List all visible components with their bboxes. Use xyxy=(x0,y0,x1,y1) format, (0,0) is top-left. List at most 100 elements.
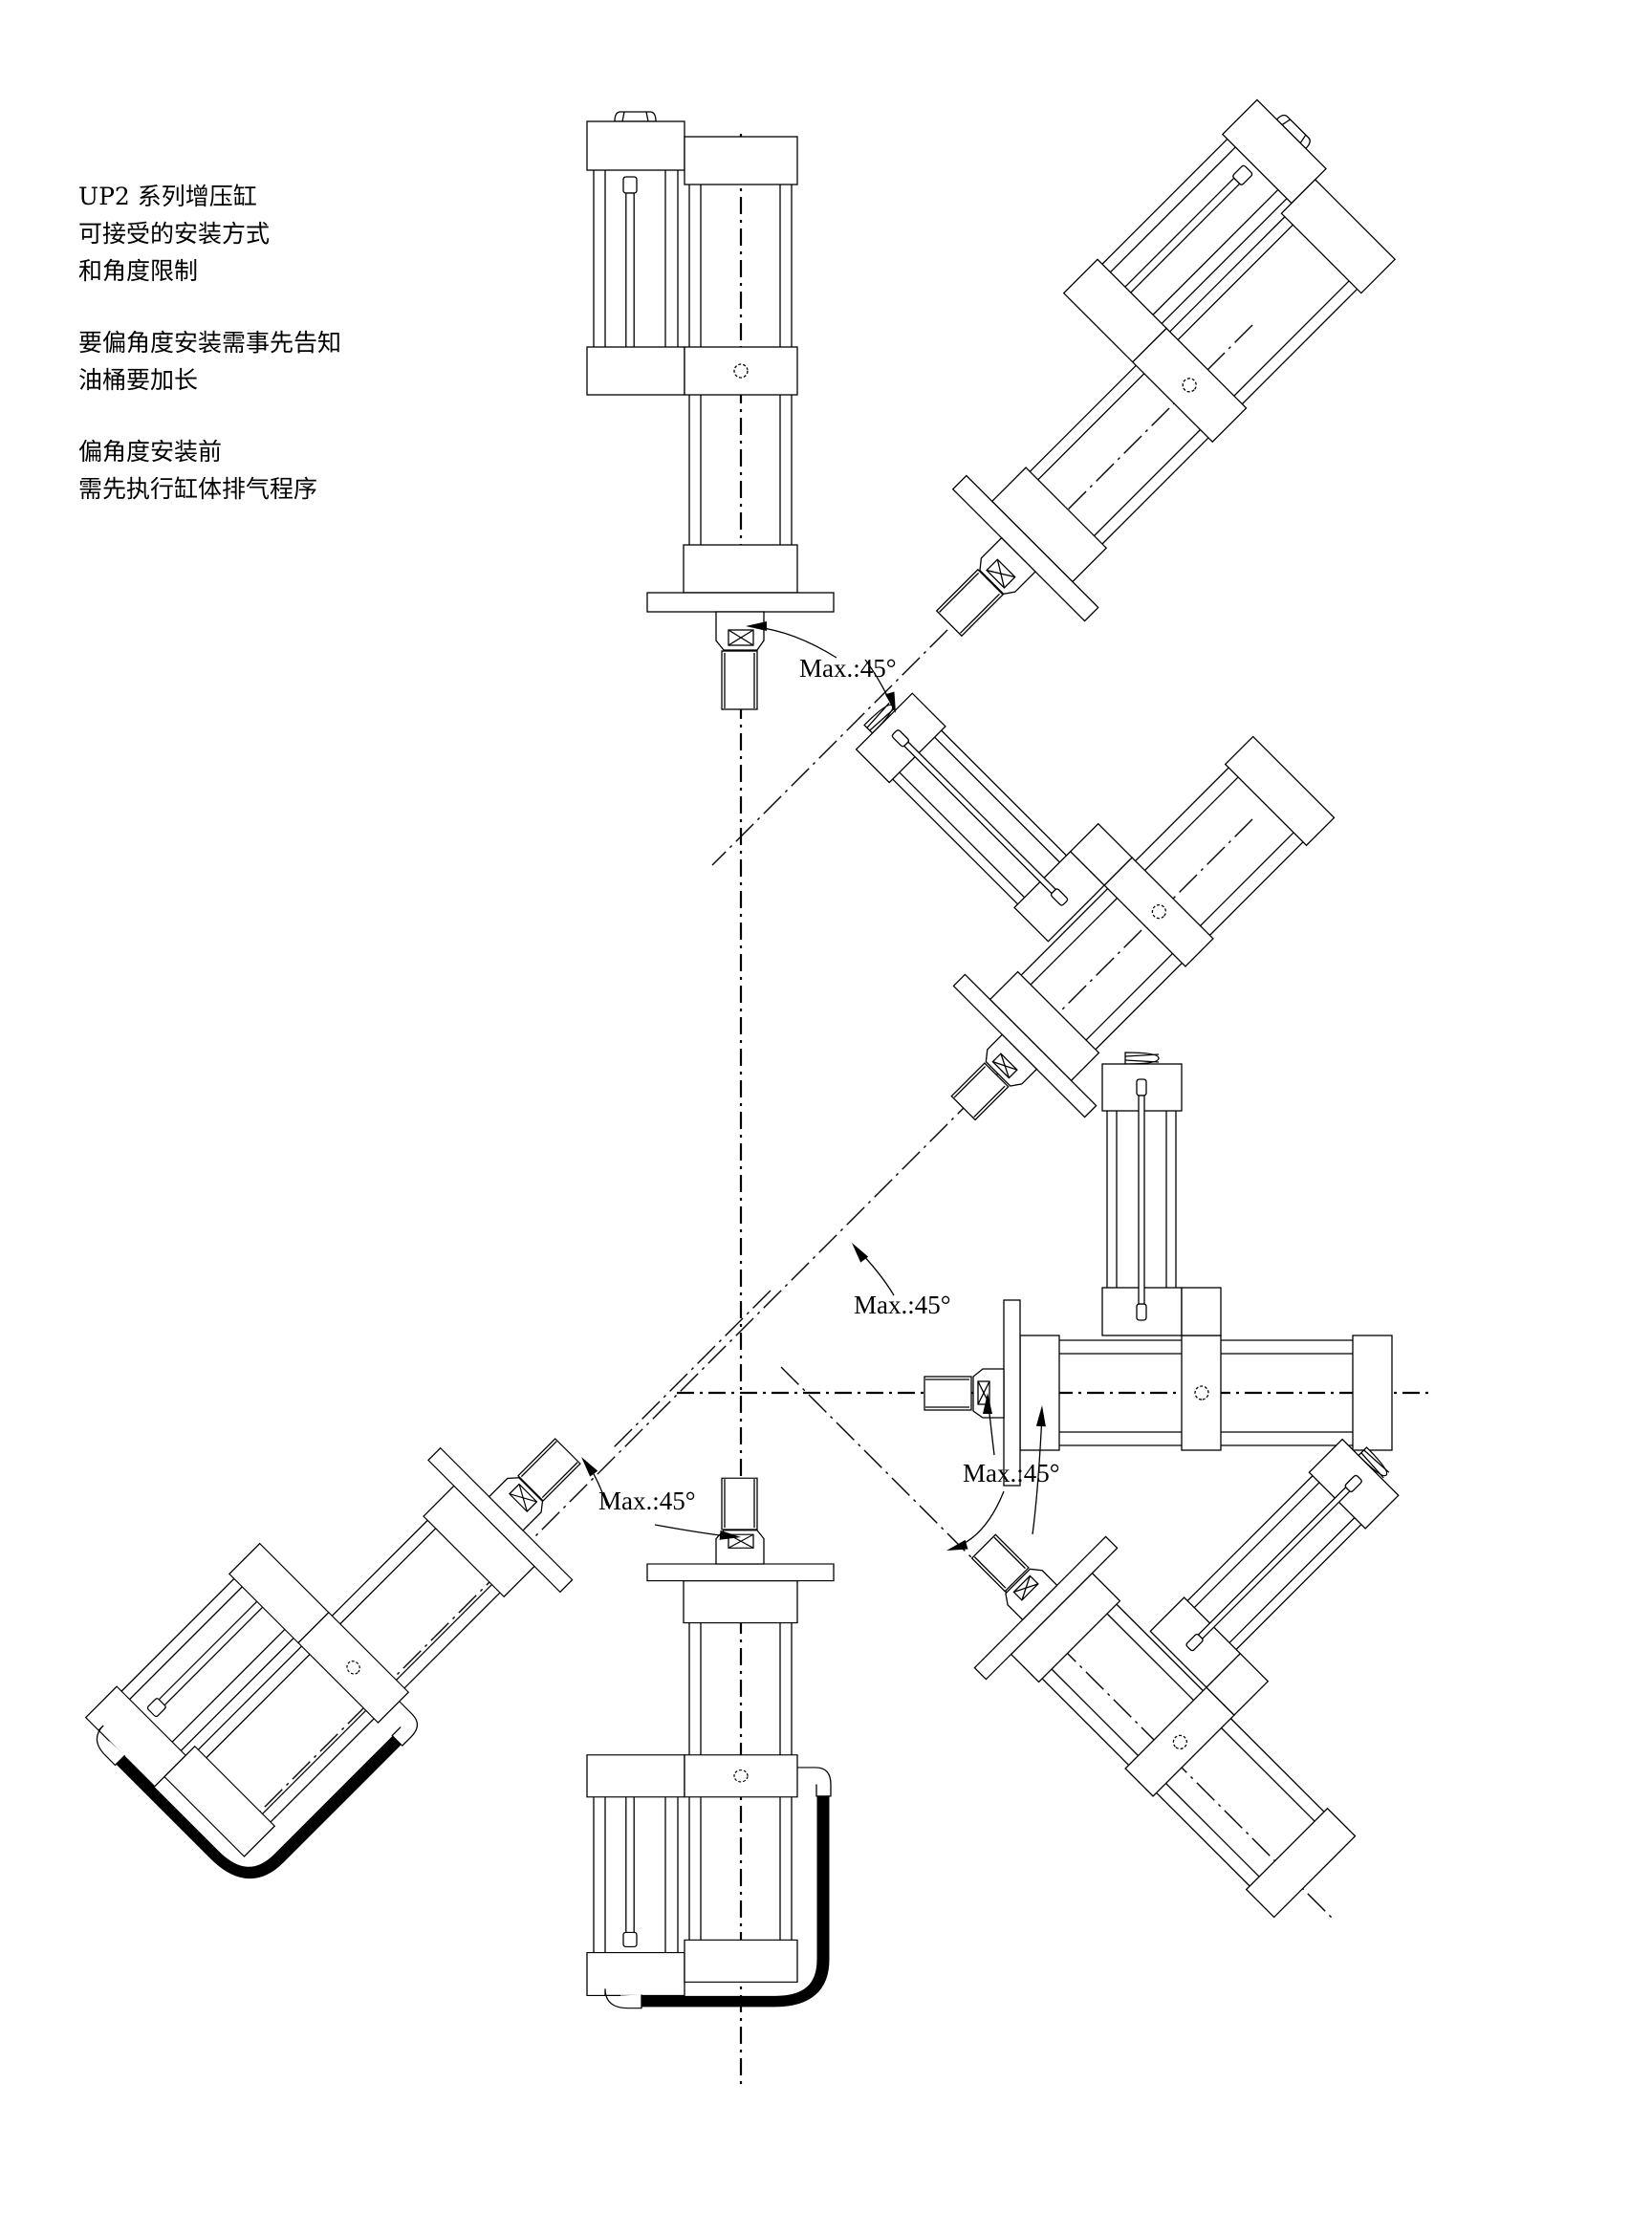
note-line: 偏角度安装前 xyxy=(78,438,223,466)
angle-arrows xyxy=(581,621,1046,1551)
sight-glass-tube xyxy=(625,1776,635,1934)
note-spacer xyxy=(78,399,341,433)
booster-side-block xyxy=(1181,1287,1222,1336)
tie-rod xyxy=(1233,280,1350,397)
cylinders xyxy=(84,98,1400,2009)
sight-glass-cap xyxy=(622,1931,638,1947)
secondary-45-centerline xyxy=(611,1290,772,1450)
air-port-icon xyxy=(1182,378,1197,393)
max-angle-label-top: Max.:45° xyxy=(799,654,897,683)
threaded-rod xyxy=(970,1533,1030,1593)
tie-rod xyxy=(396,1584,492,1681)
angle-arrow-right-flange-head xyxy=(1035,1405,1046,1427)
note-spacer xyxy=(78,290,341,324)
threaded-rod xyxy=(950,1062,1010,1121)
angle-arrow-top-45-head xyxy=(884,691,896,713)
tie-rod xyxy=(1085,953,1173,1041)
sight-glass-tube xyxy=(1138,1095,1145,1305)
tie-rod xyxy=(1135,767,1229,862)
oil-hose xyxy=(116,1735,402,1879)
cylinder-45-middle-right xyxy=(855,692,1336,1121)
tie-rod xyxy=(331,1519,428,1617)
upper-45-centerline xyxy=(711,324,1253,866)
installation-notes: UP2 系列增压缸 可接受的安装方式 和角度限制 要偏角度安装需事先告知 油桶要… xyxy=(78,178,341,508)
booster-top-cap xyxy=(586,1951,685,1997)
angle-arrow-right-flange xyxy=(1032,1414,1043,1535)
main-mid-block xyxy=(297,1611,410,1724)
cylinder-45-lower-right xyxy=(970,1438,1400,1919)
cylinder-nose xyxy=(488,1477,544,1531)
air-port-icon xyxy=(733,363,749,379)
tie-rod xyxy=(1161,198,1288,324)
centerlines xyxy=(228,134,1434,2089)
booster-side-block xyxy=(1206,1652,1270,1717)
tie-rod xyxy=(129,1586,243,1701)
tie-rod xyxy=(1037,373,1145,481)
tie-rod xyxy=(1156,1791,1250,1887)
tie-rod xyxy=(1221,1727,1315,1822)
tie-rod xyxy=(120,1577,235,1692)
tie-rod xyxy=(1030,898,1118,986)
tie-rod xyxy=(1106,1613,1194,1701)
tie-rod xyxy=(1029,364,1137,472)
angle-arrow-top-head xyxy=(746,621,767,631)
tie-rod xyxy=(899,771,1026,899)
tie-rod xyxy=(1116,1603,1204,1692)
sight-glass xyxy=(1136,1078,1147,1321)
air-port-icon xyxy=(1194,1385,1209,1400)
tie-rod xyxy=(1169,216,1286,333)
tie-rod xyxy=(206,1654,311,1759)
main-front-cap xyxy=(683,544,798,594)
angle-arrow-right-h-head xyxy=(983,1393,992,1414)
tie-rod xyxy=(1051,1668,1139,1756)
hose-elbow xyxy=(96,1725,126,1767)
mounting-flange xyxy=(646,592,835,613)
main-front-cap xyxy=(683,1580,798,1624)
tie-rod xyxy=(197,1645,302,1750)
max-angle-label-bottom-left: Max.:45° xyxy=(598,1487,696,1515)
tie-rod xyxy=(1144,776,1239,871)
booster-mid-block xyxy=(586,346,685,396)
tie-rod xyxy=(1208,841,1304,936)
cylinder-nose xyxy=(1005,1568,1058,1621)
booster-side-block xyxy=(1069,822,1134,886)
booster-mid-block xyxy=(586,1754,685,1798)
sight-glass-cap xyxy=(1050,888,1069,906)
main-mid-block xyxy=(1181,1335,1222,1451)
main-rear-cap xyxy=(1352,1335,1393,1451)
tie-rod xyxy=(339,1528,437,1625)
lower-45-centerline xyxy=(780,1366,1335,1921)
tie-rod xyxy=(1177,224,1293,340)
air-port-icon xyxy=(1172,1734,1188,1750)
booster-top-cap xyxy=(586,120,685,171)
note-line: 可接受的安装方式 xyxy=(78,220,271,248)
main-mid-block xyxy=(1124,1686,1235,1797)
tie-rod xyxy=(1165,1783,1260,1878)
main-front-cap xyxy=(1019,1335,1060,1451)
mounting-flange xyxy=(1003,1299,1021,1487)
hose-elbow xyxy=(604,1988,642,2009)
sight-glass-tube xyxy=(625,192,635,370)
max-angle-label-middle: Max.:45° xyxy=(854,1291,951,1319)
middle-45-centerline xyxy=(228,818,1253,1843)
cylinder-45-lower-left xyxy=(84,1438,581,1879)
sight-glass-cap xyxy=(1136,1303,1147,1321)
tie-rod xyxy=(941,729,1067,857)
tie-rod xyxy=(1193,1482,1320,1609)
angle-arrow-lower-right-head xyxy=(946,1539,968,1551)
tie-rod xyxy=(1200,832,1294,926)
sight-glass-tube xyxy=(1197,1486,1351,1640)
note-line: 和角度限制 xyxy=(78,257,199,285)
hex-nut xyxy=(614,111,657,122)
hose-elbow xyxy=(391,1701,419,1747)
tie-rod xyxy=(1109,146,1236,273)
tie-rod xyxy=(403,1592,501,1689)
threaded-rod xyxy=(935,568,1004,638)
tie-rod xyxy=(892,778,1019,905)
note-line: 要偏角度安装需事先告知 xyxy=(78,329,342,357)
sight-glass-tube xyxy=(902,741,1057,895)
tie-rod xyxy=(934,736,1060,863)
tie-rod xyxy=(1101,138,1228,265)
tie-rod xyxy=(1235,1524,1362,1650)
tie-rod xyxy=(1152,188,1279,315)
